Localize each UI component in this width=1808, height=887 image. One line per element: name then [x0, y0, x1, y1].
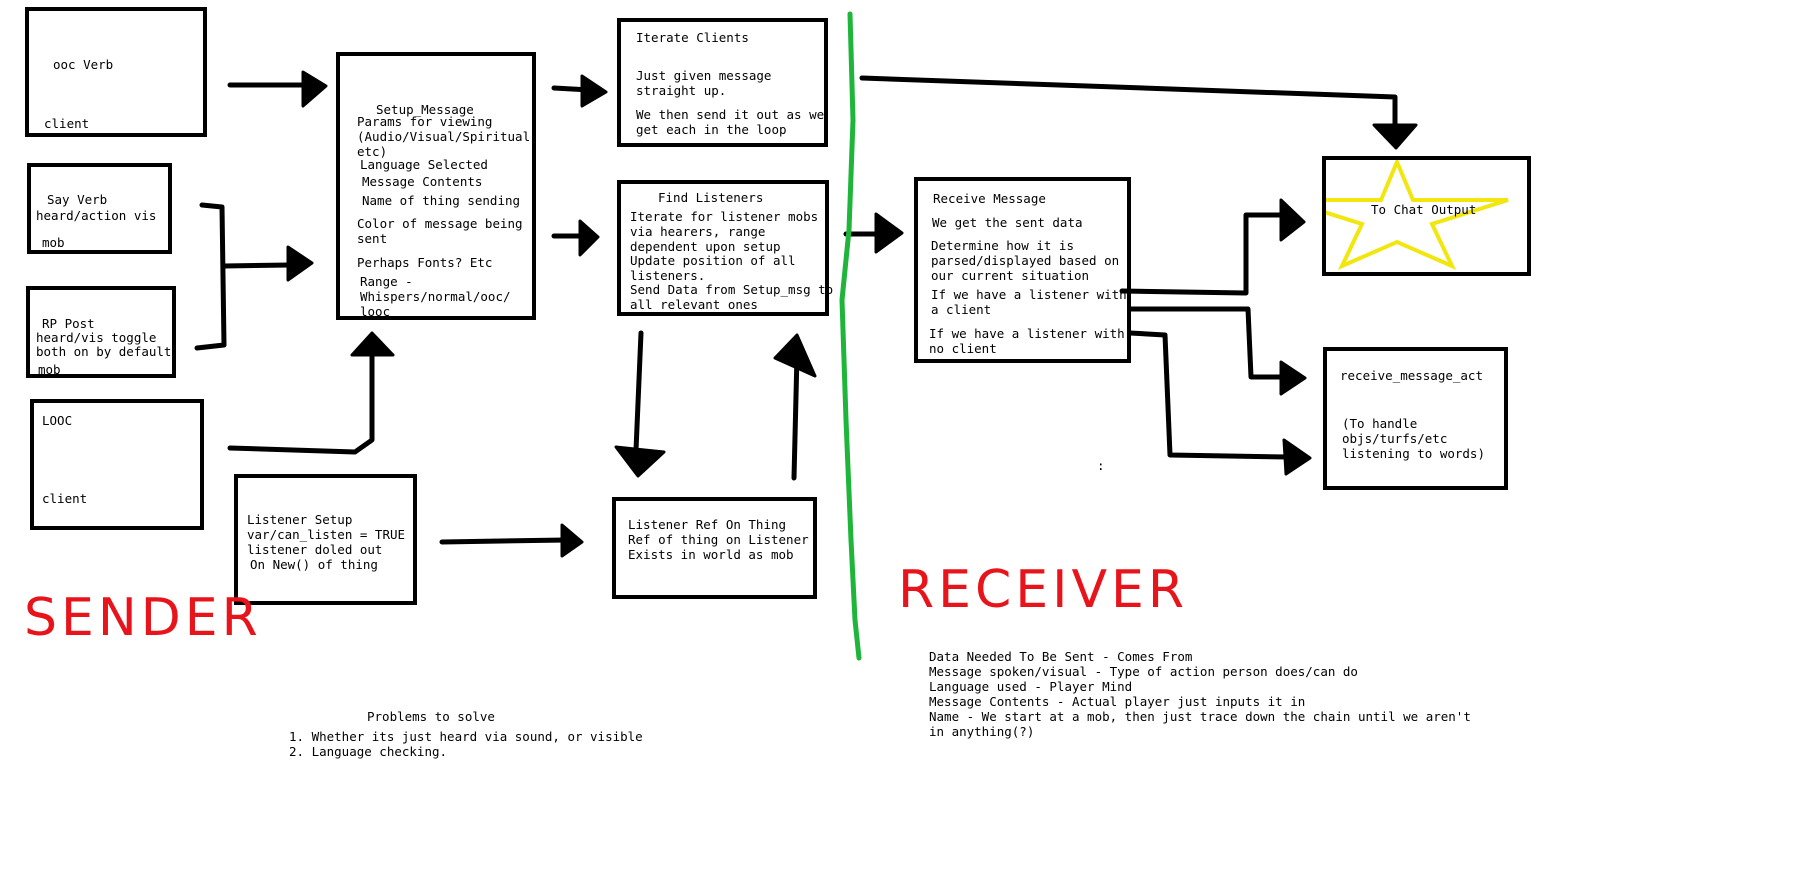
arrow-iterate-to-chat [859, 75, 1398, 131]
receive-message-p1: We get the sent data [932, 215, 1083, 230]
find-listeners-title: Find Listeners [658, 190, 764, 205]
arrow-looc-to-setup [227, 347, 375, 455]
arrowhead-act-1 [1279, 360, 1307, 396]
listener-setup-box: Listener Setup var/can_listen = TRUE lis… [234, 474, 417, 605]
arrowhead-chat-side [1279, 198, 1306, 242]
rp-post-line3: both on by default [36, 344, 172, 359]
data-needed-list: Data Needed To Be Sent - Comes From Mess… [929, 649, 1471, 739]
arrowhead-iterate [580, 74, 608, 108]
listener-ref-box: Listener Ref On Thing Ref of thing on Li… [612, 497, 817, 599]
arrow-ref-to-find [791, 352, 800, 481]
find-listeners-p1: Iterate for listener mobs via hearers, r… [630, 209, 819, 254]
arrow-receive-to-act-2 [1127, 330, 1291, 460]
find-listeners-p2: Update position of all listeners. [630, 253, 796, 283]
receive-message-act-p1: (To handle objs/turfs/etc listening to w… [1342, 416, 1485, 461]
find-listeners-box: Find Listeners Iterate for listener mobs… [617, 180, 833, 316]
rp-post-line2: heard/vis toggle [36, 330, 157, 345]
find-listeners-p3: Send Data from Setup_msg to all relevant… [630, 282, 834, 312]
iterate-clients-p1: Just given message straight up. [636, 68, 772, 98]
setup-message-language: Language Selected [360, 157, 488, 172]
arrow-say-rp-to-setup [221, 262, 293, 269]
rp-post-box: RP Post heard/vis toggle both on by defa… [26, 286, 176, 378]
receive-message-act-box: receive_message_act (To handle objs/turf… [1323, 347, 1508, 490]
problems-title: Problems to solve [367, 709, 495, 724]
setup-message-contents: Message Contents [362, 174, 483, 189]
looc-foot: client [42, 491, 88, 506]
looc-title: LOOC [42, 413, 73, 428]
arrow-receive-to-act [1127, 306, 1289, 380]
bracket-say-rp [194, 202, 227, 351]
problems-list: 1. Whether its just heard via sound, or … [289, 729, 643, 759]
say-verb-foot: mob [42, 235, 65, 250]
receiver-label: RECEIVER [898, 560, 1189, 620]
arrowhead-act-2 [1282, 438, 1312, 476]
ooc-verb-foot: client [44, 116, 90, 131]
sender-label: SENDER [24, 588, 262, 648]
setup-message-title: Setup_Message [376, 102, 474, 117]
arrowhead-find [578, 219, 600, 257]
star-icon [1326, 160, 1509, 270]
arrow-find-to-ref [633, 330, 644, 453]
receive-message-p3: If we have a listener with a client [931, 287, 1127, 317]
stray-mark: : [1097, 458, 1105, 473]
setup-message-color: Color of message being sent [357, 216, 523, 246]
arrow-receive-to-chat [1119, 212, 1285, 296]
setup-message-params: Params for viewing (Audio/Visual/Spiritu… [357, 114, 531, 159]
setup-message-range: Range - Whispers/normal/ooc/ looc [360, 274, 511, 319]
iterate-clients-title: Iterate Clients [636, 30, 749, 45]
iterate-clients-box: Iterate Clients Just given message strai… [617, 18, 828, 147]
arrow-listenersetup-to-ref [439, 537, 569, 545]
chat-output-title: To Chat Output [1371, 202, 1477, 217]
say-verb-line2: heard/action vis [36, 208, 157, 223]
arrowhead-listenersetup [560, 523, 584, 558]
setup-message-box: Setup_Message Params for viewing (Audio/… [336, 52, 536, 320]
arrowhead-chat-top [1372, 123, 1418, 150]
ooc-verb-box: ooc Verb client [25, 7, 207, 137]
chat-output-box: To Chat Output [1322, 156, 1531, 276]
receive-message-title: Receive Message [933, 191, 1046, 206]
say-verb-line1: Say Verb [47, 192, 108, 207]
receive-message-p4: If we have a listener with no client [929, 326, 1125, 356]
looc-box: LOOC client [30, 399, 204, 530]
receive-message-p2: Determine how it is parsed/displayed bas… [931, 238, 1120, 283]
arrowhead-ref-up [773, 333, 817, 378]
setup-message-name: Name of thing sending [362, 193, 521, 208]
iterate-clients-p2: We then send it out as we get each in th… [636, 107, 825, 137]
arrowhead-find-down [614, 445, 666, 478]
star-shape [1326, 160, 1509, 270]
listener-setup-new: On New() of thing [250, 557, 378, 572]
ooc-verb-title: ooc Verb [53, 57, 114, 72]
arrowhead-say-rp [286, 245, 314, 282]
rp-post-foot: mob [38, 362, 61, 377]
sender-receiver-divider [839, 11, 862, 661]
arrowhead-receive [874, 212, 904, 254]
arrowhead-ooc [301, 70, 328, 108]
listener-setup-text: Listener Setup var/can_listen = TRUE lis… [247, 512, 406, 557]
receive-message-act-title: receive_message_act [1340, 368, 1483, 383]
setup-message-fonts: Perhaps Fonts? Etc [357, 255, 493, 270]
rp-post-line1: RP Post [42, 316, 95, 331]
receive-message-box: Receive Message We get the sent data Det… [914, 177, 1131, 363]
say-verb-box: Say Verb heard/action vis mob [27, 163, 172, 254]
arrowhead-looc [350, 331, 395, 357]
listener-ref-text: Listener Ref On Thing Ref of thing on Li… [628, 517, 809, 562]
